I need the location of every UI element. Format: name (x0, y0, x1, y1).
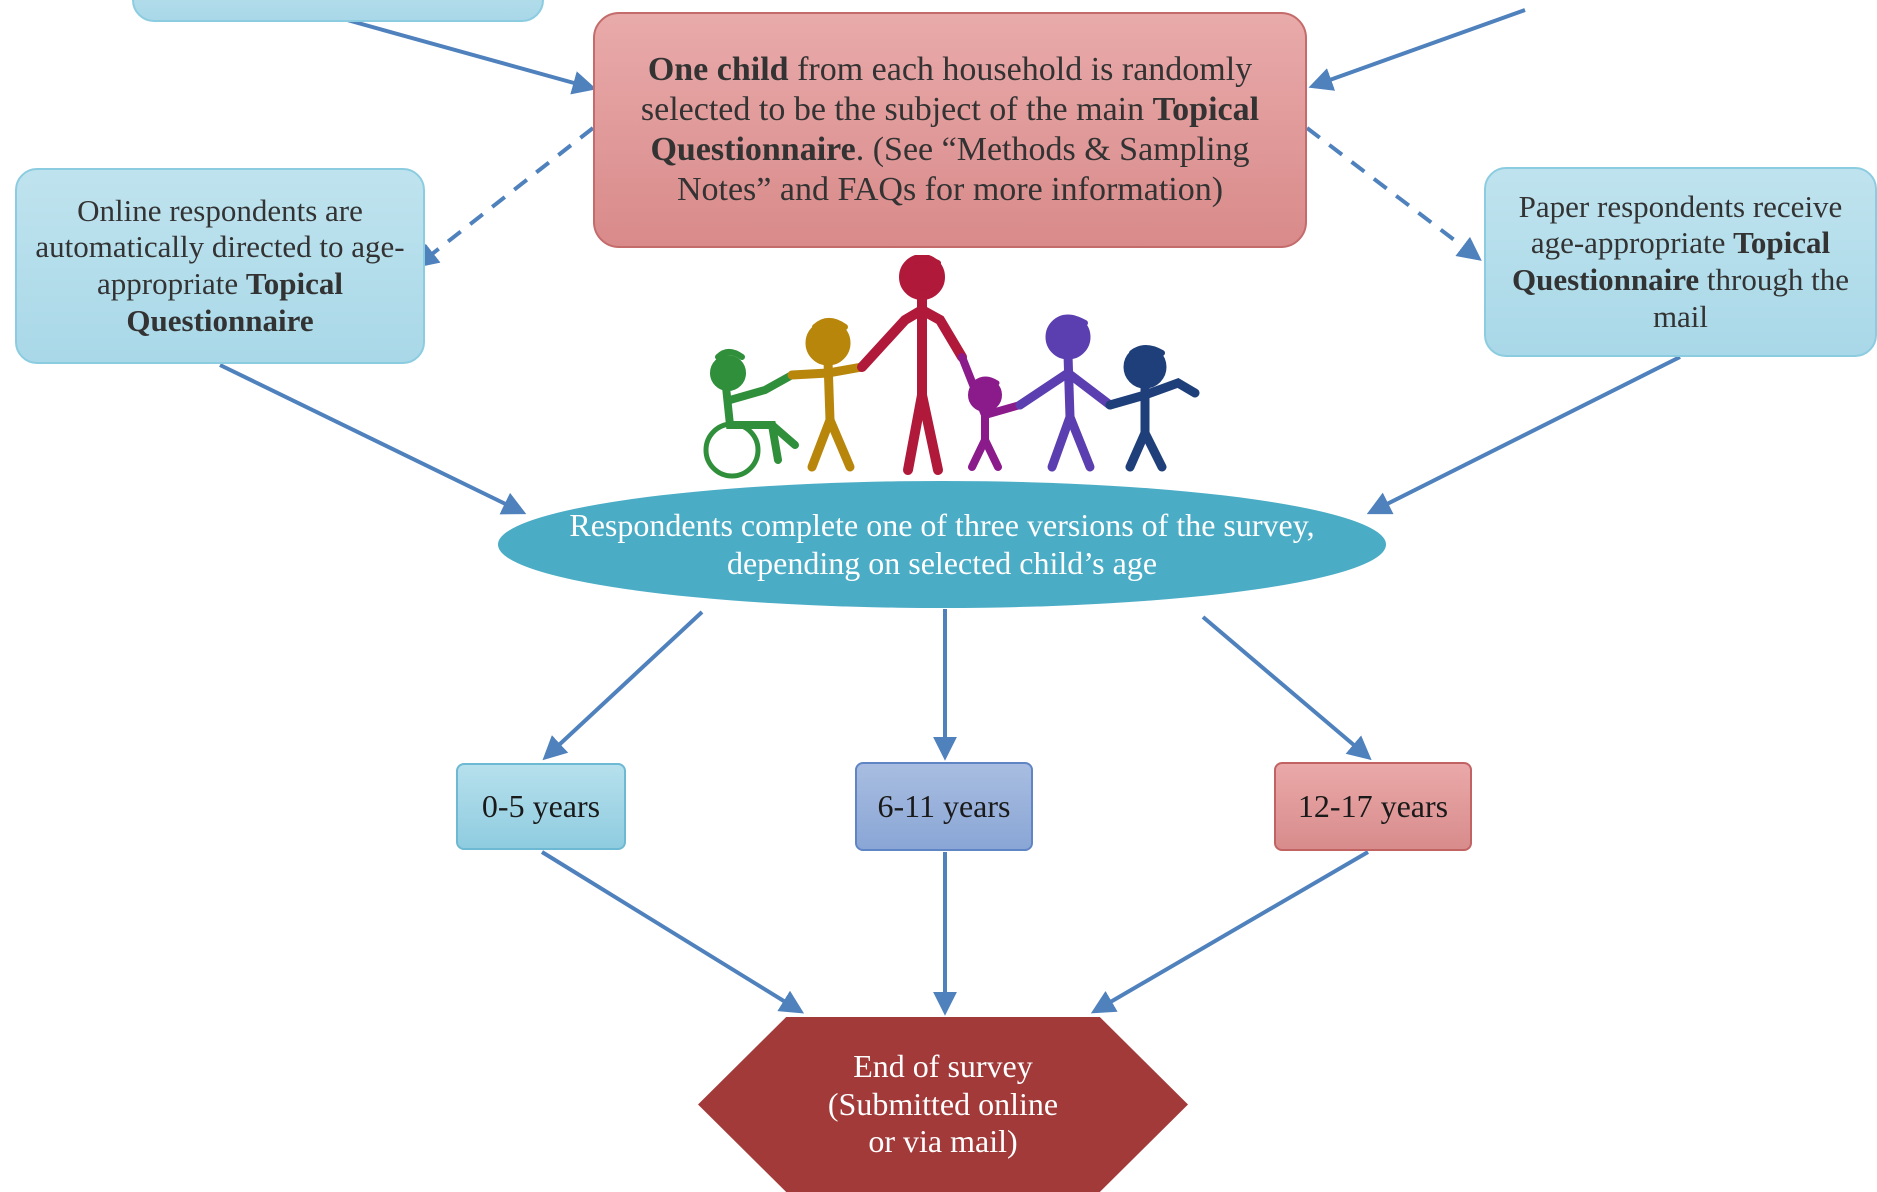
paper-text-part1: Paper respondents receive age-appropriat… (1518, 188, 1843, 261)
arrow-topleft-to-onechild (339, 16, 597, 95)
online-respondents-box: Online respondents are automatically dir… (15, 168, 425, 364)
wheelchair-figure-icon (703, 349, 799, 479)
arrow-online-to-complete (219, 363, 527, 515)
end-line-1: End of survey (853, 1047, 1033, 1084)
arrow-onechild-to-paper (1305, 126, 1482, 261)
one-child-text-part1: from each household is randomly selected… (640, 50, 1253, 128)
age-group-0-5-box: 0-5 years (456, 763, 626, 850)
partial-top-left-box (132, 0, 544, 22)
arrow-complete-to-age-12-17 (1201, 615, 1372, 761)
child-figure-violet-icon (1015, 314, 1115, 472)
age-6-11-label: 6-11 years (877, 787, 1011, 824)
one-child-text-part2: . (See “Methods & Sampling Notes” and FA… (676, 131, 1250, 209)
paper-respondents-box: Paper respondents receive age-appropriat… (1484, 167, 1877, 357)
one-child-bold-phrase: One child (647, 50, 789, 88)
child-figure-navy-icon (1105, 345, 1200, 472)
paper-text: Paper respondents receive age-appropriat… (1494, 189, 1867, 335)
complete-text: Respondents complete one of three versio… (569, 506, 1315, 581)
arrow-onechild-to-online (414, 126, 595, 268)
age-group-12-17-box: 12-17 years (1274, 762, 1472, 851)
paper-text-part2: through the mail (1652, 262, 1849, 334)
small-child-figure-purple-icon (958, 353, 1024, 471)
respondents-complete-oval: Respondents complete one of three versio… (498, 481, 1386, 608)
age-0-5-label: 0-5 years (481, 787, 601, 824)
end-of-survey-hexagon: End of survey (Submitted online or via m… (698, 1017, 1188, 1192)
arrow-paper-to-complete (1366, 355, 1681, 515)
one-child-selection-box: One child from each household is randoml… (593, 12, 1307, 248)
age-12-17-label: 12-17 years (1297, 787, 1449, 824)
end-survey-text: End of survey (Submitted online or via m… (828, 1048, 1058, 1161)
age-group-6-11-box: 6-11 years (855, 762, 1033, 851)
one-child-text: One child from each household is randoml… (615, 50, 1285, 210)
adult-figure-red-icon (857, 255, 967, 475)
end-line-3: or via mail) (868, 1123, 1018, 1160)
topical-questionnaire-bold: Topical Questionnaire (650, 90, 1260, 168)
arrow-topright-to-onechild (1308, 8, 1526, 91)
child-figure-orange-icon (787, 318, 867, 472)
paper-topical-questionnaire-bold: Topical Questionnaire (1512, 225, 1831, 297)
online-text-part1: Online respondents are automatically dir… (35, 192, 405, 301)
arrow-age-0-5-to-end (540, 850, 805, 1014)
end-line-2: (Submitted online (827, 1085, 1059, 1122)
online-text: Online respondents are automatically dir… (27, 193, 413, 339)
family-figures-illustration (703, 255, 1200, 479)
arrow-age-12-17-to-end (1090, 850, 1370, 1014)
online-topical-questionnaire-bold: Topical Questionnaire (126, 266, 343, 338)
arrow-complete-to-age-0-5 (542, 610, 704, 761)
